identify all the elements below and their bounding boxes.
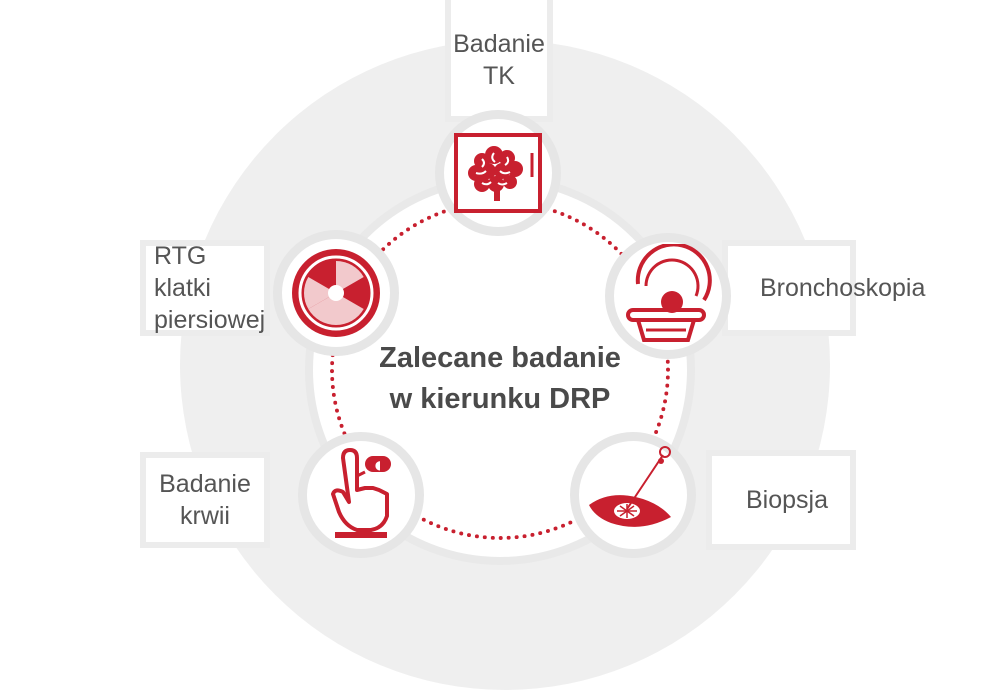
center-title-line1: Zalecane badanie <box>379 342 621 374</box>
ct-label-line2: TK <box>483 62 515 90</box>
biopsy-label: Biopsja <box>746 486 828 514</box>
label-box-bronchoscopy: Bronchoskopia <box>722 240 925 336</box>
chest-xray-label: RTG klatki piersiowej <box>146 240 265 336</box>
blood-test-label: Badanie krwii <box>146 468 264 532</box>
label-box-ct: Badanie TK <box>445 0 553 122</box>
label-box-blood-test: Badanie krwii <box>140 452 270 548</box>
radiation-icon <box>292 249 380 337</box>
ct-label: Badanie TK <box>453 28 545 92</box>
blood-test-label-line1: Badanie <box>159 470 251 498</box>
label-box-chest-xray: RTG klatki piersiowej <box>140 240 270 336</box>
center-title-line2: w kierunku DRP <box>389 383 611 416</box>
scanner-icon <box>626 244 712 342</box>
ct-label-line1: Badanie <box>453 30 545 58</box>
node-bronchoscopy <box>605 233 731 359</box>
finger-blood-test-icon: ◖ <box>331 448 391 538</box>
svg-text:◖: ◖ <box>375 458 381 472</box>
chest-xray-label-line1: RTG klatki <box>154 242 211 302</box>
brain-scan-icon <box>454 133 542 213</box>
node-chest-xray <box>273 230 399 356</box>
node-blood-test: ◖ <box>298 432 424 558</box>
bronchoscopy-label: Bronchoskopia <box>760 274 926 302</box>
center-title: Zalecane badanie w kierunku DRP <box>330 338 670 420</box>
biopsy-needle-icon <box>589 446 671 527</box>
blood-test-label-line2: krwii <box>180 502 230 530</box>
node-biopsy <box>570 432 696 558</box>
node-ct <box>435 110 561 236</box>
chest-xray-label-line2: piersiowej <box>154 306 266 334</box>
label-box-biopsy: Biopsja <box>706 450 856 550</box>
